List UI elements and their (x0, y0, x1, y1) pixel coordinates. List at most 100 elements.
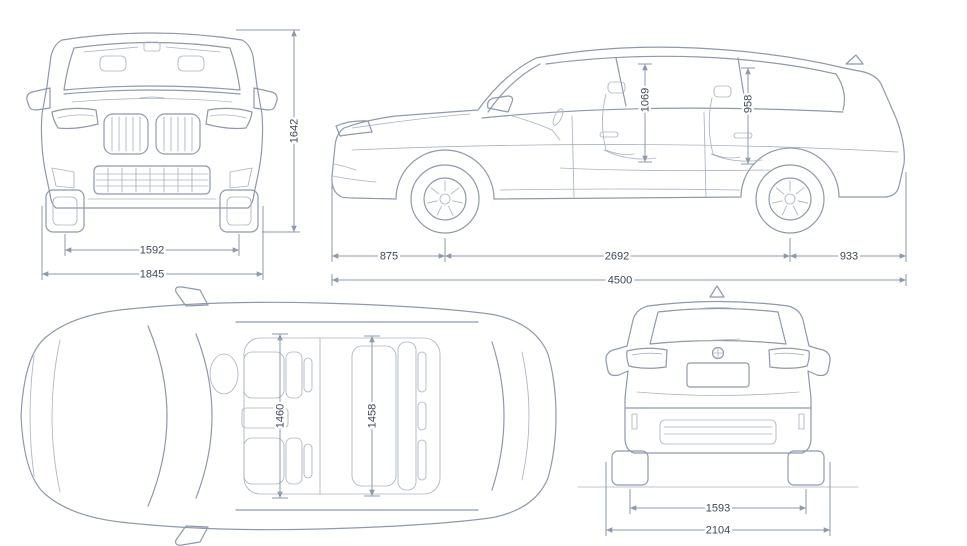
rear-tire-right (787, 450, 825, 486)
roof-rails (235, 321, 479, 511)
rear-window-arc (491, 341, 505, 491)
rim-right (226, 196, 252, 226)
bumper-corner-right (229, 167, 253, 189)
panoramic-roof (243, 337, 441, 495)
character-line (351, 144, 899, 153)
rim-left (52, 196, 78, 226)
headlight-right (205, 107, 253, 130)
belt-line (481, 107, 844, 119)
rear-wiper (697, 338, 741, 342)
dim-rear-track: 1593 (706, 503, 730, 515)
c-pillar (737, 57, 747, 109)
hood-crease (71, 96, 233, 103)
dim-overall-width: 1845 (140, 269, 164, 281)
windshield-line (487, 63, 541, 113)
badge-cross (712, 347, 724, 359)
taillight-left (626, 347, 668, 369)
roof-antenna-fin-rear (709, 285, 725, 298)
dim-overall-height: 1642 (289, 119, 301, 143)
side-mirror (487, 95, 514, 113)
side-mirror-left (26, 87, 51, 111)
dim-front-overhang: 875 (380, 251, 398, 263)
top-interior-sketch (209, 341, 427, 491)
roof-antenna-fin (845, 54, 864, 65)
cowl-line (63, 89, 241, 95)
taillight-detail (631, 352, 805, 356)
diffuser (659, 419, 777, 445)
headlight-side (335, 120, 373, 137)
dlo-top (545, 55, 846, 111)
steering-wheel (209, 353, 239, 395)
rear-view-drawing (577, 285, 859, 488)
diffuser-lines (663, 426, 773, 435)
interior-sketch (511, 81, 771, 172)
grille-slats (111, 116, 193, 152)
tailgate-crease (636, 391, 800, 396)
side-view: 1069 958 875 2692 933 4500 (331, 46, 907, 289)
windshield-inner (195, 333, 213, 499)
headrest-right (177, 55, 205, 72)
dim-wheelbase: 2692 (605, 251, 629, 263)
front-view-dimensions: 1642 1592 1845 (41, 29, 303, 283)
top-view-drawing (20, 286, 557, 546)
reflector-right (798, 413, 805, 430)
taillight-right (768, 347, 810, 369)
rearview-mirror (143, 41, 161, 52)
ext-mirror-width (605, 462, 831, 536)
door-handle-rear (733, 132, 753, 139)
tailgate-arc (521, 351, 530, 481)
rear-view: 1593 2104 (577, 285, 859, 539)
side-view-interior-dimensions: 1069 958 (637, 63, 757, 165)
top-view: 1460 1458 (20, 286, 557, 546)
top-view-dimensions: 1460 1458 (272, 333, 381, 499)
front-view: 1642 1592 1845 (26, 29, 303, 283)
side-view-dimensions: 875 2692 933 4500 (331, 172, 907, 289)
windshield-outer (147, 325, 168, 507)
ext-width (41, 206, 264, 280)
sill-line (499, 188, 741, 191)
door-seams (571, 111, 707, 198)
rear-tire-left (611, 450, 649, 486)
headlight-left (51, 107, 99, 130)
intake-mesh (95, 167, 209, 193)
side-body-outline (331, 46, 905, 200)
dim-overall-length: 4500 (608, 275, 632, 287)
dim-width-with-mirrors: 2104 (706, 525, 730, 537)
mirror-bottom (175, 525, 209, 546)
dim-track-width: 1592 (140, 245, 164, 257)
ext-lines (331, 172, 907, 262)
side-view-drawing (331, 46, 905, 234)
kidney-grille-left (103, 113, 149, 155)
front-view-drawing (26, 32, 278, 233)
lower-intake (93, 165, 211, 195)
headrest-left (99, 55, 127, 72)
dim-interior-width-front: 1460 (275, 404, 287, 428)
sun-visors (83, 46, 221, 53)
tire-left (45, 189, 85, 233)
hood-cut (351, 113, 471, 129)
front-bumper-arc (29, 355, 35, 477)
rear-window (649, 307, 787, 345)
license-plate-recess (686, 362, 750, 388)
rear-body-outline (605, 300, 831, 454)
hood-arc (51, 339, 61, 493)
dim-interior-width-rear: 1458 (367, 404, 379, 428)
bumper-corner-left (51, 167, 75, 189)
dim-rear-overhang: 933 (840, 251, 858, 263)
door-handle-front (599, 131, 619, 138)
dim-interior-height-rear: 958 (743, 95, 755, 113)
mirror-top (175, 286, 209, 307)
windshield (63, 41, 241, 91)
kidney-grille-right (155, 113, 201, 155)
side-mirror-right (253, 87, 278, 111)
rear-view-dimensions: 1593 2104 (605, 462, 831, 539)
reflector-left (631, 413, 638, 430)
headlight-detail (57, 114, 247, 119)
tire-right (219, 189, 259, 233)
front-bumper-line (332, 163, 377, 183)
brake-light (695, 307, 741, 310)
front-body-outline (40, 32, 264, 209)
top-body-outline (20, 301, 557, 531)
dim-interior-height-front: 1069 (640, 88, 652, 112)
